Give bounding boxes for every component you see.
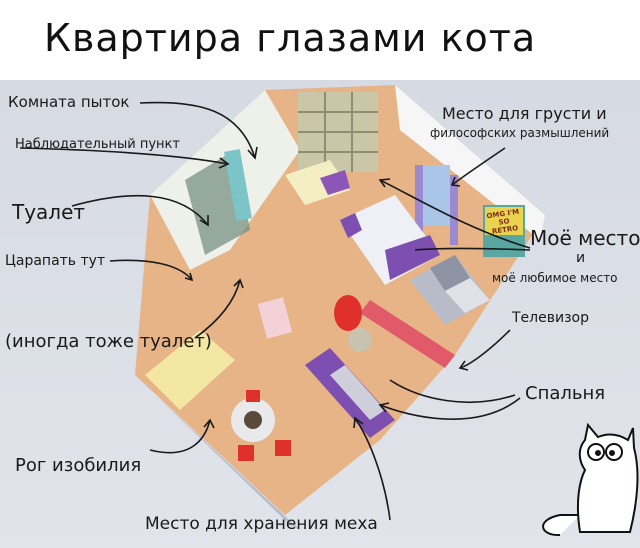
checker-rug-dark-square xyxy=(430,255,470,291)
label-tv: Телевизор xyxy=(512,310,589,326)
label-bedroom: Спальня xyxy=(525,383,606,404)
poster-text: OMG I'M SO RETRO xyxy=(486,207,520,236)
header: Квартира глазами кота xyxy=(0,0,640,80)
cat-tail xyxy=(542,514,580,537)
arrow-favorite-place xyxy=(414,247,531,251)
tv-cabinet xyxy=(360,300,455,368)
label-philosophy: философских размышлений xyxy=(430,126,610,140)
arrowhead xyxy=(184,272,194,282)
desk xyxy=(285,160,350,205)
desk-chair xyxy=(320,170,350,195)
label-sometimes-toilet: (иногда тоже туалет) xyxy=(5,331,212,352)
arrow-bedroom xyxy=(389,379,516,404)
arrowhead xyxy=(247,146,258,160)
arrow-my-place xyxy=(379,179,531,249)
arrowhead xyxy=(450,176,461,187)
arrow-scratch-here xyxy=(109,259,193,281)
arrowhead xyxy=(458,360,469,371)
arrow-sometimes-toilet xyxy=(194,279,241,339)
sofa-cushions xyxy=(330,365,385,420)
pink-shelf xyxy=(257,297,293,339)
shower-door xyxy=(224,149,252,221)
arrow-tv xyxy=(459,329,511,369)
arrow-torture-room xyxy=(139,101,256,159)
cat-pupil xyxy=(609,450,615,456)
right-wall xyxy=(395,85,545,240)
side-table xyxy=(348,328,372,352)
checker-rug-light-square xyxy=(445,278,490,313)
arrow-cornucopia xyxy=(149,419,211,454)
label-observation-post: Наблюдательный пункт xyxy=(15,137,180,152)
bed-pillow xyxy=(340,213,362,238)
arrow-fur-storage xyxy=(354,417,391,521)
retro-poster-banner xyxy=(485,207,523,235)
page-title: Квартира глазами кота xyxy=(44,16,537,60)
arrow-toilet xyxy=(71,194,209,226)
bookshelf-dividers xyxy=(298,92,378,172)
window xyxy=(420,165,450,225)
arrowhead xyxy=(378,178,391,188)
label-fur-storage: Место для хранения меха xyxy=(145,514,378,534)
label-and: и xyxy=(576,250,586,266)
arrowhead xyxy=(199,215,209,227)
dining-chair xyxy=(275,440,291,456)
label-sadness-place: Место для грусти и xyxy=(442,104,607,123)
arrow-bedroom xyxy=(379,397,521,420)
food-bowl xyxy=(244,411,262,429)
red-chair xyxy=(334,295,362,331)
label-favorite-place: моё любимое место xyxy=(492,271,618,285)
arrowhead xyxy=(378,402,390,413)
dining-chair xyxy=(238,445,254,461)
label-torture-room: Комната пыток xyxy=(8,93,130,111)
arrow-sadness-place xyxy=(451,147,506,186)
simons-cat-illustration xyxy=(542,422,639,537)
arrow-observation-post xyxy=(19,147,229,165)
curtain-right xyxy=(450,175,458,245)
label-scratch-here: Царапать тут xyxy=(5,253,106,269)
cat-body xyxy=(576,422,639,533)
label-my-place: Моё место xyxy=(530,226,640,250)
arrowhead xyxy=(203,418,215,429)
arrowhead xyxy=(218,157,230,169)
bed-blanket xyxy=(385,235,440,280)
dining-chair xyxy=(246,390,260,402)
label-toilet: Туалет xyxy=(12,200,86,224)
cat-pupil xyxy=(595,450,601,456)
arrowhead xyxy=(233,278,244,289)
arrowhead xyxy=(353,416,364,429)
annotation-arrows xyxy=(19,101,531,521)
label-cornucopia: Рог изобилия xyxy=(15,455,142,476)
kitchen xyxy=(145,330,235,410)
